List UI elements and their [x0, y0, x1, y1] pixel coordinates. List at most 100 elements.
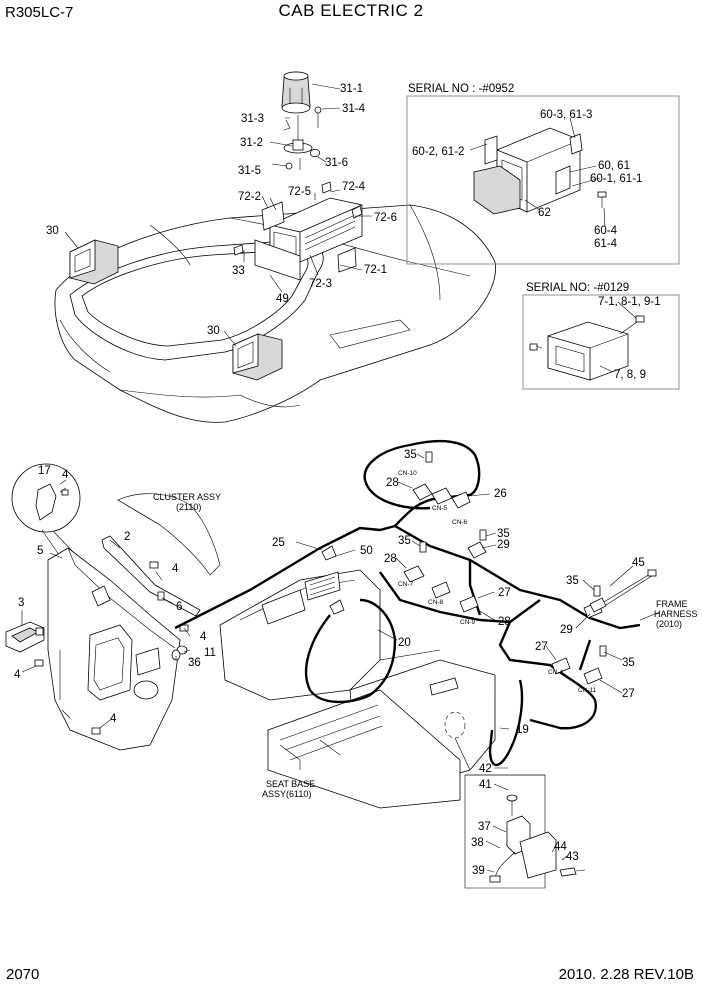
- label-44: 44: [554, 841, 567, 853]
- label-4-detail: 4: [62, 469, 69, 481]
- serial-lower-label: SERIAL NO: -#0129: [526, 282, 629, 294]
- label-33: 33: [232, 265, 245, 277]
- text-labels: SERIAL NO : -#0952 SERIAL NO: -#0129 CLU…: [14, 83, 698, 877]
- label-28-low: 28: [498, 616, 511, 628]
- label-20: 20: [398, 637, 411, 649]
- label-31-5: 31-5: [238, 165, 261, 177]
- label-60-2: 60-2, 61-2: [412, 146, 464, 158]
- radio-unit-serial-0952: [473, 127, 607, 215]
- frame-harness-label-2: HARNESS: [654, 609, 698, 619]
- label-35-low: 35: [622, 657, 635, 669]
- label-28-mid: 28: [384, 553, 397, 565]
- label-11: 11: [204, 647, 216, 659]
- label-17: 17: [38, 465, 51, 477]
- label-72-4: 72-4: [342, 181, 366, 193]
- leader-lines: [21, 83, 637, 873]
- revision-date: 2010. 2.28 REV.10B: [558, 966, 694, 983]
- label-39: 39: [472, 865, 485, 877]
- label-61-4: 61-4: [594, 238, 618, 250]
- label-4-cluster: 4: [172, 563, 179, 575]
- label-29-mid: 29: [497, 539, 510, 551]
- serial-box-upper: [406, 95, 680, 265]
- cn-8-label: CN-8: [428, 599, 444, 606]
- cn-5-label: CN-5: [432, 505, 448, 512]
- label-60-3: 60-3, 61-3: [540, 109, 592, 121]
- cn-11-label: CN-11: [578, 687, 597, 694]
- label-72-3: 72-3: [309, 278, 332, 290]
- label-42: 42: [479, 763, 492, 775]
- label-60: 60, 61: [598, 160, 630, 172]
- work-lamp-lower: [232, 333, 283, 381]
- frame-harness-ref: (2010): [656, 619, 682, 629]
- label-31-1: 31-1: [340, 83, 363, 95]
- cn-9-label: CN-9: [460, 619, 476, 626]
- radio-unit: [233, 181, 363, 281]
- radio-unit-serial-0129: [529, 315, 645, 381]
- label-31-4: 31-4: [342, 103, 366, 115]
- serial-box-lower: [522, 294, 680, 390]
- label-31-3: 31-3: [241, 113, 264, 125]
- label-5: 5: [37, 545, 43, 557]
- label-60-4: 60-4: [594, 225, 618, 237]
- label-4-left: 4: [14, 669, 21, 681]
- seat-base-label-1: SEAT BASE: [266, 779, 315, 789]
- label-3: 3: [18, 597, 24, 609]
- label-62: 62: [538, 207, 551, 219]
- work-lamp-upper: [69, 239, 119, 285]
- label-35-top: 35: [404, 449, 417, 461]
- label-31-6: 31-6: [325, 157, 348, 169]
- seat-assembly: [219, 569, 496, 809]
- cluster-assy-ref: (2110): [176, 502, 201, 512]
- label-37: 37: [478, 821, 491, 833]
- frame-harness-label-1: FRAME: [656, 599, 688, 609]
- label-27-right: 27: [622, 688, 635, 700]
- side-console-panel: [47, 547, 181, 751]
- label-2: 2: [124, 531, 130, 543]
- switch-bracket-assembly: [464, 774, 586, 889]
- label-29-right: 29: [560, 624, 573, 636]
- label-41: 41: [479, 779, 492, 791]
- label-35-right: 35: [566, 575, 579, 587]
- wire-harness: [174, 439, 661, 767]
- label-35-mid: 35: [497, 528, 510, 540]
- bracket-3: [5, 621, 45, 653]
- label-72-6: 72-6: [374, 212, 397, 224]
- label-35-left: 35: [398, 535, 411, 547]
- cn-4-label: CN-4: [548, 669, 564, 676]
- label-19: 19: [516, 724, 529, 736]
- label-25: 25: [272, 537, 285, 549]
- label-6: 6: [176, 601, 182, 613]
- label-72-1: 72-1: [364, 264, 387, 276]
- label-49: 49: [276, 293, 289, 305]
- label-27-low: 27: [535, 641, 548, 653]
- label-50: 50: [360, 545, 373, 557]
- connectors: [321, 451, 607, 685]
- frame-harness-plug: [589, 569, 657, 613]
- label-30-upper: 30: [46, 225, 59, 237]
- label-36: 36: [188, 657, 201, 669]
- label-72-2: 72-2: [238, 191, 261, 203]
- label-28-top: 28: [386, 477, 399, 489]
- label-43: 43: [566, 851, 579, 863]
- seat-base-label-2: ASSY(6110): [262, 789, 311, 799]
- label-45: 45: [632, 557, 645, 569]
- label-72-5: 72-5: [288, 186, 311, 198]
- label-30-lower: 30: [207, 325, 220, 337]
- label-31-2: 31-2: [240, 137, 263, 149]
- label-38: 38: [471, 837, 484, 849]
- label-26: 26: [494, 488, 507, 500]
- detail-circle: [11, 463, 109, 611]
- label-4-right: 4: [200, 631, 207, 643]
- label-27-mid: 27: [498, 587, 511, 599]
- cn-6-label: CN-6: [452, 519, 468, 526]
- serial-upper-label: SERIAL NO : -#0952: [408, 83, 514, 95]
- label-4-bottom: 4: [110, 713, 117, 725]
- cn-10-label: CN-10: [398, 470, 417, 477]
- label-60-1: 60-1, 61-1: [590, 173, 642, 185]
- beacon-lamp: [281, 71, 322, 170]
- label-7: 7, 8, 9: [614, 369, 646, 381]
- cluster-assy-label: CLUSTER ASSY: [153, 492, 221, 502]
- model-number: R305LC-7: [5, 4, 74, 21]
- page-title: CAB ELECTRIC 2: [278, 1, 424, 20]
